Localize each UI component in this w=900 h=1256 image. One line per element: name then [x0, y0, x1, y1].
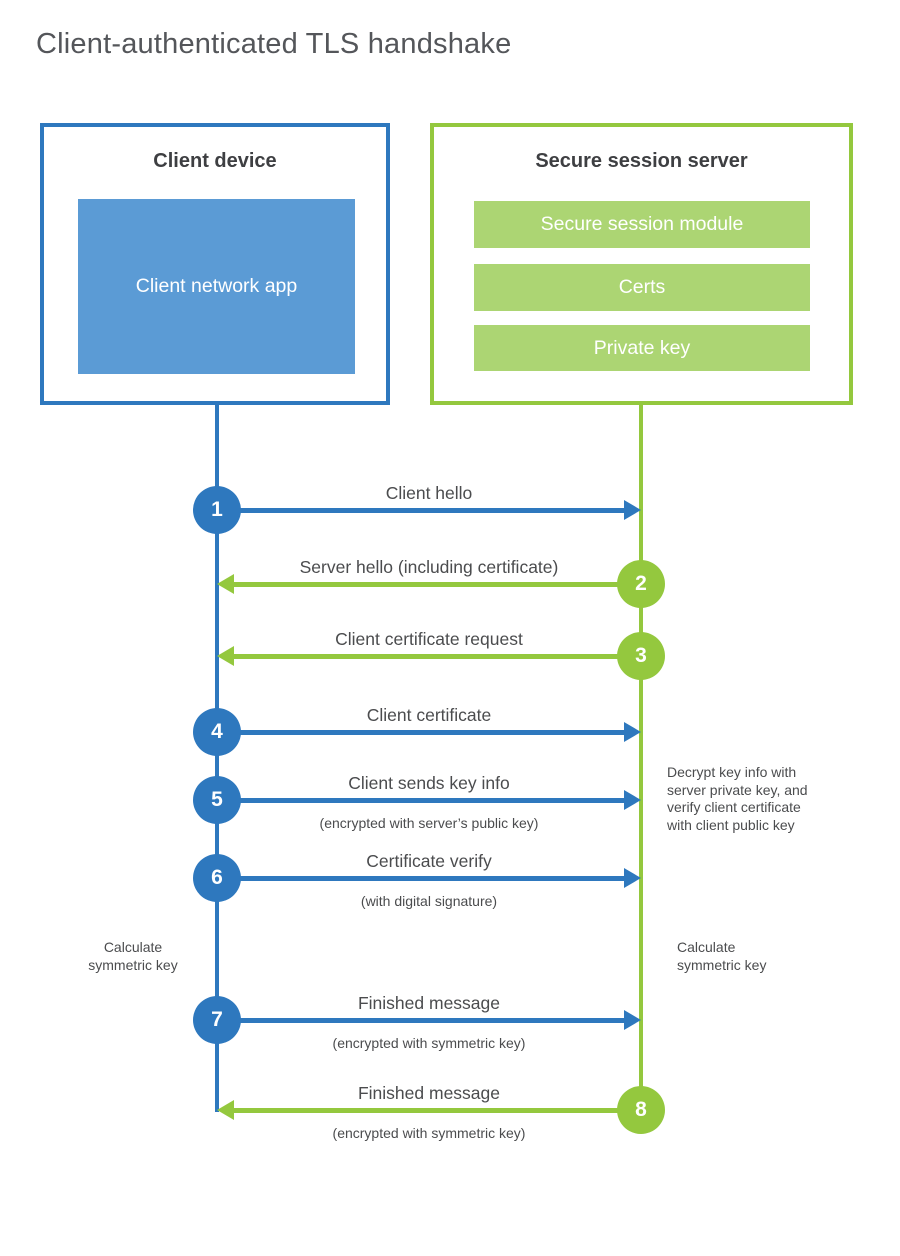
calculate-symmetric-key-note-server: Calculate symmetric key — [677, 938, 766, 974]
client-device-title: Client device — [153, 150, 277, 172]
step-8-circle: 8 — [617, 1086, 665, 1134]
step-6-number: 6 — [211, 866, 223, 889]
client-network-app-label: Client network app — [135, 275, 298, 297]
decrypt-note-line: server private key, and — [667, 781, 808, 798]
step-6-arrow — [217, 876, 624, 881]
server-module-certs: Certs — [474, 264, 810, 311]
step-3-arrowhead-icon — [217, 646, 234, 666]
step-1-arrowhead-icon — [624, 500, 641, 520]
server-module-secure-session: Secure session module — [474, 201, 810, 248]
decrypt-note-line: Decrypt key info with — [667, 764, 797, 780]
calc-note-line: Calculate — [103, 939, 163, 955]
step-4-arrowhead-icon — [624, 722, 641, 742]
step-5-circle: 5 — [193, 776, 241, 824]
calc-note-line: Calculate — [677, 939, 736, 955]
decrypt-note-line: verify client certificate — [667, 799, 801, 815]
step-4-number: 4 — [211, 720, 223, 743]
step-8-arrow — [234, 1108, 641, 1113]
step-1-arrow — [217, 508, 624, 513]
step-5-arrow — [217, 798, 624, 803]
step-7-arrow — [217, 1018, 624, 1023]
step-4-label: Client certificate — [366, 705, 492, 725]
step-2-arrowhead-icon — [217, 574, 234, 594]
step-2-arrow — [234, 582, 641, 587]
step-1-number: 1 — [211, 498, 223, 521]
step-2-number: 2 — [635, 572, 647, 595]
decrypt-note-line: with client public key — [667, 816, 795, 833]
step-8-label: Finished message — [357, 1083, 501, 1103]
step-4-circle: 4 — [193, 708, 241, 756]
client-lifeline — [215, 405, 219, 1112]
step-6-label: Certificate verify — [366, 851, 492, 871]
step-3-arrow — [234, 654, 641, 659]
step-3-number: 3 — [635, 644, 647, 667]
secure-session-server-title: Secure session server — [535, 150, 748, 172]
calc-note-line: symmetric key — [88, 957, 178, 973]
client-device-box: Client device Client network app — [40, 123, 390, 405]
step-6-circle: 6 — [193, 854, 241, 902]
step-7-label: Finished message — [357, 993, 501, 1013]
step-3-circle: 3 — [617, 632, 665, 680]
step-8-sublabel: (encrypted with symmetric key) — [332, 1125, 526, 1141]
step-1-label: Client hello — [385, 483, 473, 503]
step-6-sublabel: (with digital signature) — [360, 893, 498, 909]
calc-note-line: symmetric key — [677, 957, 767, 973]
step-1-circle: 1 — [193, 486, 241, 534]
step-7-circle: 7 — [193, 996, 241, 1044]
step-7-number: 7 — [211, 1008, 223, 1031]
secure-session-server-box: Secure session server Secure session mod… — [430, 123, 853, 405]
step-4-arrow — [217, 730, 624, 735]
step-5-arrowhead-icon — [624, 790, 641, 810]
step-7-sublabel: (encrypted with symmetric key) — [332, 1035, 526, 1051]
calculate-symmetric-key-note-client: Calculate symmetric key — [68, 938, 198, 974]
step-5-sublabel: (encrypted with server’s public key) — [319, 815, 539, 831]
step-8-number: 8 — [635, 1098, 647, 1121]
step-6-arrowhead-icon — [624, 868, 641, 888]
server-module-private-key: Private key — [474, 325, 810, 371]
step-7-arrowhead-icon — [624, 1010, 641, 1030]
step-2-label: Server hello (including certificate) — [299, 557, 559, 577]
client-network-app-block: Client network app — [78, 199, 355, 374]
step-5-number: 5 — [211, 788, 223, 811]
page-title: Client-authenticated TLS handshake — [36, 28, 512, 60]
server-lifeline — [639, 405, 643, 1112]
step-2-circle: 2 — [617, 560, 665, 608]
step-8-arrowhead-icon — [217, 1100, 234, 1120]
step-3-label: Client certificate request — [335, 629, 523, 649]
step-5-label: Client sends key info — [348, 773, 510, 793]
decrypt-note: Decrypt key info with server private key… — [667, 764, 808, 834]
